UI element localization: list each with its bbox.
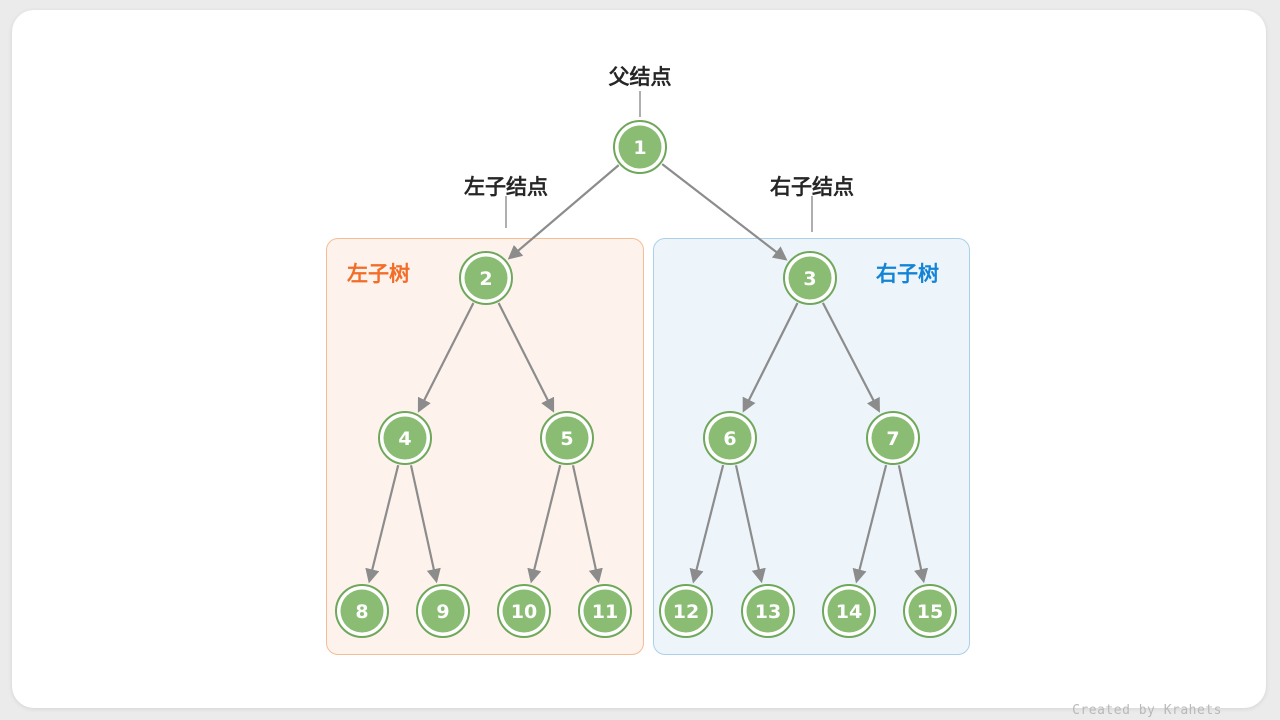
tree-edge-4-8 — [365, 464, 400, 584]
node-value: 9 — [436, 601, 449, 623]
tree-edge-1-2 — [507, 164, 620, 260]
tree-edge-7-14 — [852, 464, 888, 584]
node-disc — [618, 125, 662, 169]
tree-edge-2-4 — [417, 302, 475, 413]
tree-node-1: 1 — [613, 120, 667, 174]
tree-node-10: 10 — [497, 584, 551, 638]
node-value: 2 — [479, 268, 492, 290]
node-disc — [583, 589, 627, 633]
tree-edge-6-12 — [689, 464, 725, 584]
node-value: 10 — [511, 601, 537, 623]
node-disc — [908, 589, 952, 633]
tree-edge-5-10 — [527, 464, 562, 584]
node-disc — [421, 589, 465, 633]
tree-edge-5-11 — [571, 465, 603, 584]
tree-edge-7-15 — [897, 465, 929, 584]
tree-node-15: 15 — [903, 584, 957, 638]
node-value: 7 — [886, 428, 899, 450]
tree-edge-3-6 — [742, 302, 799, 413]
tree-node-3: 3 — [783, 251, 837, 305]
tree-node-13: 13 — [741, 584, 795, 638]
left-subtree-label: 左子树 — [347, 262, 410, 286]
node-disc — [708, 416, 752, 460]
node-value: 1 — [633, 137, 646, 159]
node-disc — [545, 416, 589, 460]
node-disc — [664, 589, 708, 633]
node-disc — [464, 256, 508, 300]
node-disc — [746, 589, 790, 633]
tree-node-14: 14 — [822, 584, 876, 638]
tree-node-7: 7 — [866, 411, 920, 465]
node-value: 11 — [592, 601, 618, 623]
watermark-text: Created by Krahets — [1072, 703, 1222, 718]
node-value: 15 — [917, 601, 943, 623]
node-value: 8 — [355, 601, 368, 623]
right-child-label: 右子结点 — [770, 175, 854, 199]
tree-edge-2-5 — [497, 302, 555, 413]
node-disc — [502, 589, 546, 633]
left-child-label: 左子结点 — [464, 175, 548, 199]
tree-edge-1-3 — [661, 163, 788, 261]
node-value: 13 — [755, 601, 781, 623]
tree-node-12: 12 — [659, 584, 713, 638]
tree-node-2: 2 — [459, 251, 513, 305]
node-value: 4 — [398, 428, 411, 450]
parent-node-label: 父结点 — [608, 65, 672, 89]
tree-node-8: 8 — [335, 584, 389, 638]
node-disc — [383, 416, 427, 460]
node-value: 12 — [673, 601, 699, 623]
tree-node-11: 11 — [578, 584, 632, 638]
tree-node-6: 6 — [703, 411, 757, 465]
node-value: 6 — [723, 428, 736, 450]
right-subtree-label: 右子树 — [876, 262, 939, 286]
tree-edge-6-13 — [734, 465, 766, 584]
node-value: 14 — [836, 601, 862, 623]
tree-edge-3-7 — [821, 302, 880, 413]
node-value: 3 — [803, 268, 816, 290]
node-disc — [788, 256, 832, 300]
node-disc — [340, 589, 384, 633]
tree-node-9: 9 — [416, 584, 470, 638]
node-disc — [871, 416, 915, 460]
tree-edge-4-9 — [409, 465, 441, 584]
tree-node-4: 4 — [378, 411, 432, 465]
tree-node-5: 5 — [540, 411, 594, 465]
node-value: 5 — [560, 428, 573, 450]
node-disc — [827, 589, 871, 633]
